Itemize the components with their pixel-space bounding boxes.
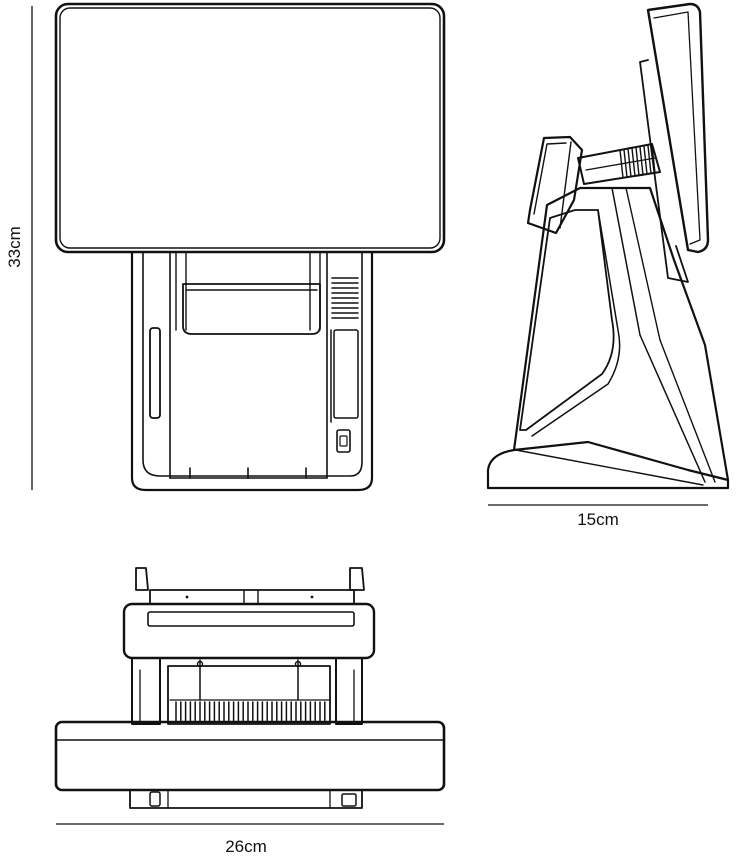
width-dimension: 26cm [56,823,444,856]
hinge-ribs [619,144,656,179]
side-monitor [639,2,710,283]
front-stand-body [130,250,374,492]
detail-line [623,148,628,179]
height-label: 33cm [5,226,24,268]
depth-label: 15cm [577,510,619,529]
top-hinge-body [167,659,331,725]
height-dimension: 33cm [5,6,33,490]
front-view [54,2,446,492]
top-hinge-ribs [175,701,326,723]
detail-line [643,145,648,176]
top-customer-display [122,589,376,660]
detail-line [635,146,640,177]
detail-line [639,146,644,176]
top-side-posts [131,657,363,725]
top-view [54,567,446,809]
detail-line [627,148,632,178]
detail-line [619,149,624,179]
side-base [486,440,730,490]
front-vent-grille [331,277,359,319]
front-screen [54,2,446,254]
top-display-clips [135,567,365,591]
side-hinge-arm [577,143,661,185]
side-view [486,2,730,490]
top-base-bottom [129,789,363,809]
detail-line [631,147,636,177]
width-label: 26cm [225,837,267,856]
top-main-screen [54,720,446,792]
detail-line [647,145,652,175]
side-customer-display [526,135,584,235]
depth-dimension: 15cm [488,504,708,529]
side-stand-body [512,186,730,483]
